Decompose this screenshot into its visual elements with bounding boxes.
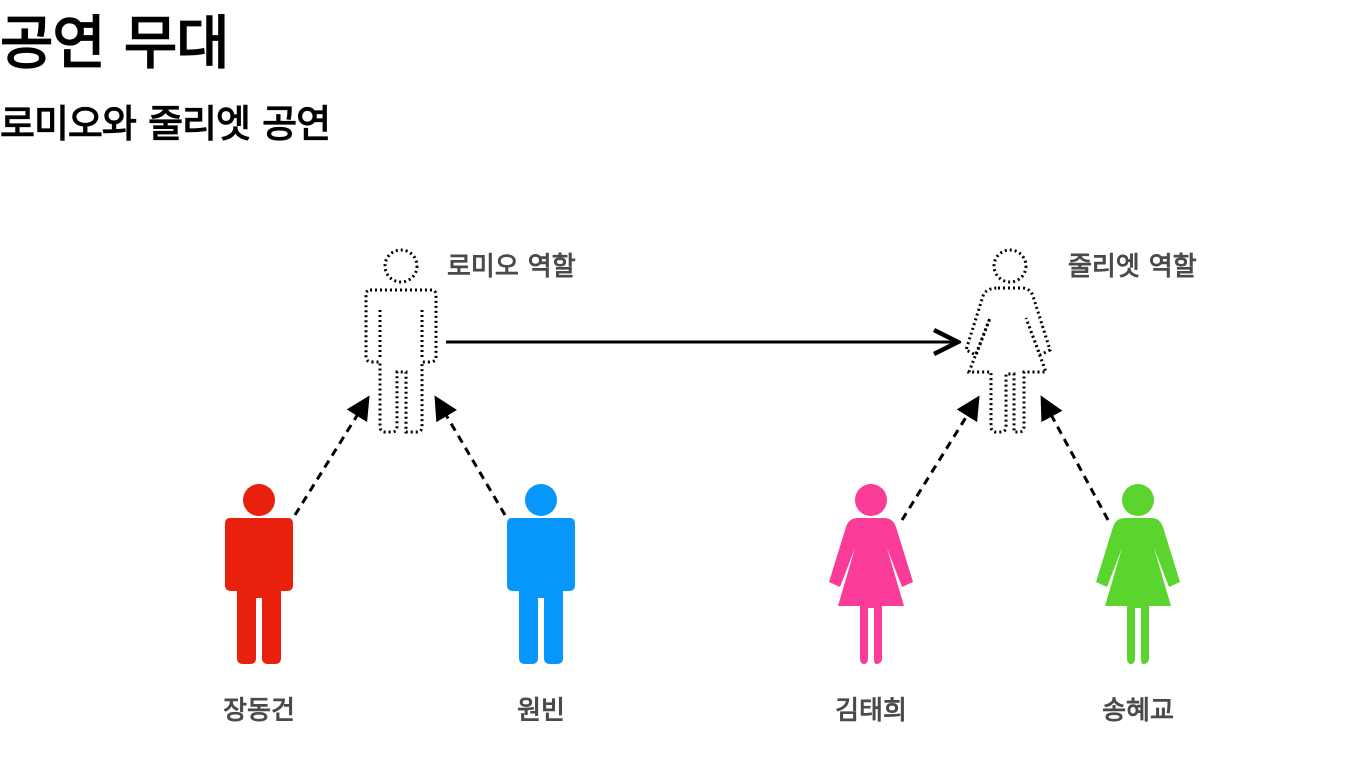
- actor-1-name: 장동건: [223, 696, 295, 726]
- actor-4-name: 송혜교: [1102, 696, 1174, 726]
- romeo-role-label: 로미오 역할: [447, 252, 576, 282]
- page-title: 공연 무대: [0, 9, 230, 77]
- actor-3-name: 김태희: [835, 696, 907, 726]
- romeo-role-figure-icon: [364, 248, 438, 434]
- juliet-role-figure-icon: [964, 248, 1052, 434]
- arrow-actor-3-to-juliet: [900, 395, 980, 521]
- actor-3-female-figure-icon: [829, 484, 913, 664]
- juliet-role-label: 줄리엣 역할: [1068, 252, 1197, 282]
- actor-2-name: 원빈: [517, 696, 565, 726]
- arrow-actor-4-to-juliet: [1040, 395, 1110, 521]
- actor-1-male-figure-icon: [225, 484, 293, 664]
- actor-4-female-figure-icon: [1096, 484, 1180, 664]
- arrow-actor-2-to-romeo: [434, 395, 507, 516]
- page-subtitle: 로미오와 줄리엣 공연: [0, 102, 331, 146]
- actor-2-male-figure-icon: [507, 484, 575, 664]
- arrow-actor-1-to-romeo: [293, 395, 370, 516]
